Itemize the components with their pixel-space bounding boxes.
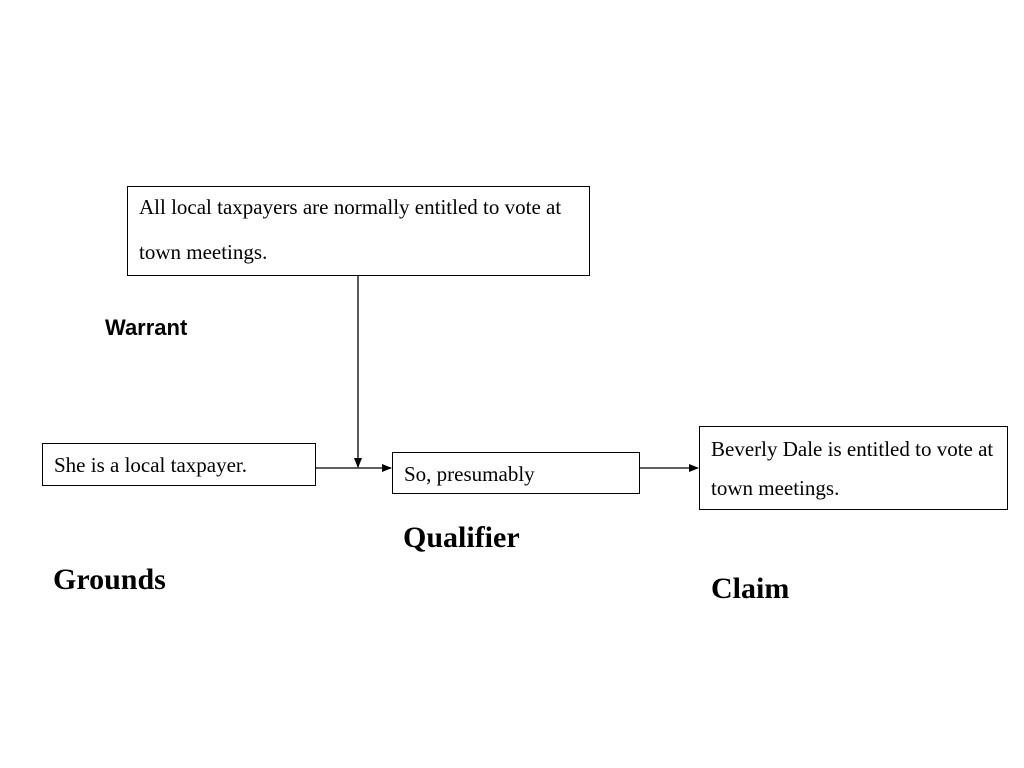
- warrant-text: All local taxpayers are normally entitle…: [139, 195, 562, 264]
- claim-box: Beverly Dale is entitled to vote at town…: [699, 426, 1008, 510]
- claim-text: Beverly Dale is entitled to vote at town…: [711, 437, 994, 500]
- grounds-label: Grounds: [53, 563, 166, 596]
- qualifier-box: So, presumably: [392, 452, 640, 494]
- warrant-label: Warrant: [105, 315, 188, 340]
- qualifier-text: So, presumably: [404, 462, 535, 486]
- qualifier-label: Qualifier: [403, 521, 520, 554]
- grounds-box: She is a local taxpayer.: [42, 443, 316, 486]
- grounds-text: She is a local taxpayer.: [54, 453, 248, 477]
- warrant-box: All local taxpayers are normally entitle…: [127, 186, 590, 276]
- claim-label: Claim: [711, 572, 790, 605]
